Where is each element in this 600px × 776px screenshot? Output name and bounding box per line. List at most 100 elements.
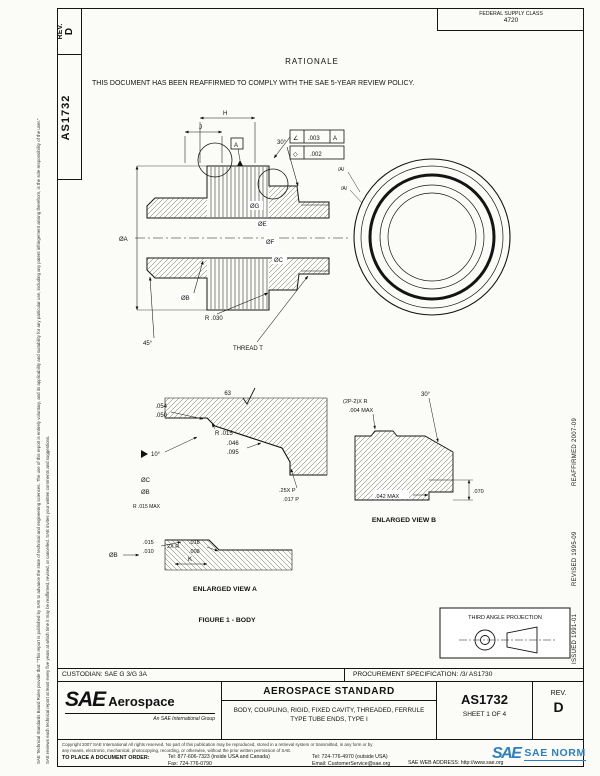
phi-a-label: ØA: [119, 237, 128, 243]
datum-a-label: A: [234, 143, 238, 149]
detail-b-callout-circle: [257, 168, 289, 200]
federal-supply-class-box: FEDERAL SUPPLY CLASS 4720: [437, 8, 584, 31]
datum-flag-a2: /A/: [341, 186, 348, 192]
rev-value: D: [64, 27, 75, 36]
front-view: [353, 158, 511, 316]
datum-a-box: [230, 137, 244, 150]
projection-circles-icon: [474, 629, 496, 651]
enlarged-view-a: [123, 387, 328, 571]
saenorm-watermark: SAE SAE NORM: [492, 745, 587, 763]
dim-095: .095: [227, 450, 239, 456]
datum-flag-a1: /A/: [338, 167, 345, 173]
sheet-number: SHEET 1 OF 4: [462, 711, 507, 718]
order-col-2: Tel: 724-776-4970 (outside USA) Email: C…: [312, 754, 390, 768]
view-a-leaders: [123, 387, 298, 566]
projection-label: THIRD ANGLE PROJECTION: [468, 615, 542, 621]
doc-number-box: [57, 55, 82, 180]
dim-015: .015: [143, 540, 154, 546]
dim-018: .018: [189, 540, 200, 546]
enlarged-view-a-caption: ENLARGED VIEW A: [193, 586, 257, 593]
supply-class-label: FEDERAL SUPPLY CLASS: [479, 11, 543, 17]
dim-k-label: K: [188, 557, 192, 563]
fcf1-value: .003: [308, 136, 320, 142]
dim-070: .070: [473, 489, 484, 495]
main-view-dimensions: [135, 116, 363, 343]
dim-042-max: .042 MAX: [375, 494, 399, 500]
viewb-angle-30: 30°: [421, 392, 431, 398]
procurement-text: PROCUREMENT SPECIFICATION: /3/ AS1730: [353, 671, 493, 678]
projection-cone-icon: [506, 626, 538, 654]
copyright-block: Copyright 2007 SAE International All rig…: [62, 742, 377, 753]
rev-label: REV.: [57, 23, 64, 40]
doc-number-text: AS1732: [461, 692, 508, 707]
feature-control-frames: [289, 129, 345, 160]
dim-010: .010: [143, 549, 154, 555]
phi-b2-label: ØB: [109, 553, 118, 559]
phi-e-label: ØE: [258, 222, 267, 228]
view-b-leaders: [372, 397, 473, 501]
standard-type-heading: AEROSPACE STANDARD: [222, 682, 436, 701]
fcf1-datum: A: [333, 136, 337, 142]
enlarged-view-b-caption: ENLARGED VIEW B: [372, 517, 436, 524]
finish-63-label: 63: [224, 391, 231, 397]
rationale-body: THIS DOCUMENT HAS BEEN REAFFIRMED TO COM…: [92, 80, 415, 87]
document-title: BODY, COUPLING, RIGID, FIXED CAVITY, THR…: [233, 707, 425, 724]
body-outline-top: [146, 165, 330, 219]
left-margin-disclaimer-2: SAE reviews each technical report at lea…: [45, 435, 50, 764]
phi-c-label: ØC: [274, 258, 284, 264]
phi-g-label: ØG: [250, 204, 260, 210]
thread-t-label: THREAD T: [233, 346, 263, 352]
viewb-note1: (2P-2)X R: [343, 399, 367, 405]
figure-1-drawing: H J 30° ∠ .003 A ◇ .002 A /A/ /A/ ØA ØG …: [109, 111, 571, 659]
fcf2-value: .002: [310, 152, 322, 158]
sheet-border-frame: [57, 8, 584, 767]
standard-title-cell: AEROSPACE STANDARD BODY, COUPLING, RIGID…: [222, 682, 437, 739]
web-label: SAE WEB ADDRESS:: [408, 760, 460, 766]
sae-logo-text: SAE: [65, 688, 106, 711]
rev-box-text: REV. D: [57, 8, 82, 55]
custodian-row: CUSTODIAN: SAE G 3/G 3A PROCUREMENT SPEC…: [57, 668, 584, 682]
sae-logo-aerospace: Aerospace: [108, 694, 175, 709]
copyright-line-2: All rights reserved. No part of this pub…: [62, 742, 373, 753]
r015-label: R .015: [215, 431, 233, 437]
saenorm-logo-icon: SAE: [492, 745, 522, 762]
detail-a-callout-circle: [197, 142, 233, 178]
figure-caption: FIGURE 1 - BODY: [198, 617, 255, 624]
rev-cell-value: D: [553, 699, 564, 715]
angle-10-label: 10°: [151, 452, 161, 458]
p25-note: .25X P: [279, 488, 296, 494]
phi-b-a-label: ØB: [141, 490, 150, 496]
custodian-text: CUSTODIAN: SAE G 3/G 3A: [57, 669, 345, 681]
copyright-line-1: Copyright 2007 SAE International: [62, 742, 128, 747]
saenorm-underline: [524, 759, 587, 762]
rev-cell-label: REV.: [550, 690, 567, 697]
p017-note: .017 P: [283, 497, 299, 503]
dim-046: .046: [227, 441, 239, 447]
saenorm-name: SAE NORM: [524, 746, 586, 759]
datum-triangle: [141, 450, 148, 458]
r2x-note: 2X R: [167, 544, 179, 550]
web-address-line: SAE WEB ADDRESS: http://www.sae.org: [408, 760, 503, 766]
web-url: http://www.sae.org: [460, 760, 504, 766]
supply-class-value: 4720: [503, 17, 519, 24]
rev-box: [57, 8, 82, 55]
angle-30-label: 30°: [277, 140, 287, 146]
tel-outside: Tel: 724-776-4970 (outside USA): [312, 754, 388, 760]
dim-008: .008: [189, 549, 200, 555]
order-label: TO PLACE A DOCUMENT ORDER:: [62, 755, 150, 761]
r030-label: R .030: [205, 316, 223, 322]
serration-lines: [208, 259, 268, 309]
phi-c-a-label: ØC: [141, 478, 151, 484]
order-col-1: Tel: 877-606-7323 (inside USA and Canada…: [168, 754, 270, 768]
sae-logo-tagline: An SAE International Group: [153, 716, 215, 722]
dim-label-j: J: [199, 125, 202, 131]
surface-finish-icon: [242, 387, 256, 405]
rationale-heading: RATIONALE: [285, 57, 339, 66]
third-angle-projection-box: [439, 607, 571, 659]
fcf1-symbol: ∠: [293, 135, 298, 142]
viewb-note2: .004 MAX: [349, 408, 373, 414]
phi-b-label: ØB: [181, 296, 190, 302]
doc-number-cell: AS1732 SHEET 1 OF 4: [437, 682, 533, 739]
dim-label-h: H: [223, 111, 227, 117]
